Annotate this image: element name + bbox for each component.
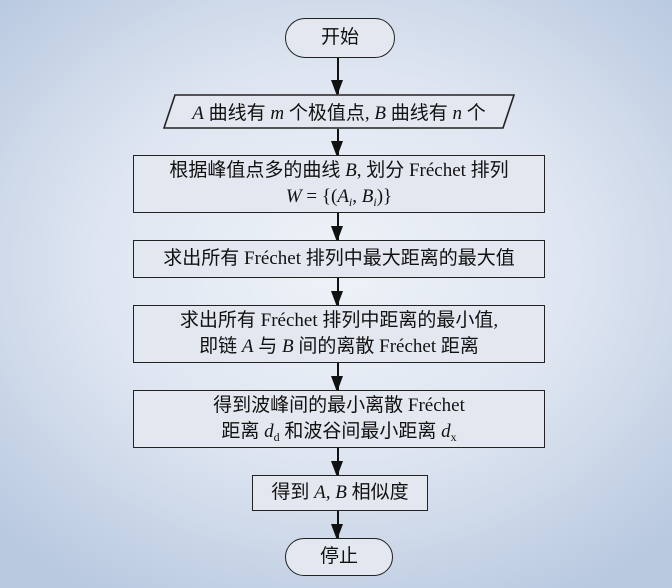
end-terminal: 停止: [285, 538, 393, 576]
arrow: [332, 213, 342, 242]
arrow: [332, 448, 342, 477]
arrow: [332, 363, 342, 392]
step-min-distance: 求出所有 Fréchet 排列中距离的最小值, 即链 A 与 B 间的离散 Fr…: [133, 305, 545, 363]
arrow: [332, 58, 342, 96]
arrow: [332, 129, 342, 157]
step-similarity: 得到 A, B 相似度: [252, 475, 428, 511]
step-max-distance: 求出所有 Fréchet 排列中最大距离的最大值: [133, 240, 545, 278]
input-text: A 曲线有 m 个极值点, B 曲线有 n 个: [192, 103, 486, 124]
input-parallelogram: A 曲线有 m 个极值点, B 曲线有 n 个: [163, 94, 515, 129]
step-min-line2: 即链 A 与 B 间的离散 Fréchet 距离: [199, 336, 479, 357]
step-peak-line1: 得到波峰间的最小离散 Fréchet: [213, 395, 465, 416]
start-label: 开始: [320, 27, 359, 48]
step-peak-line2: 距离 dd 和波谷间最小距离 dx: [221, 421, 457, 444]
arrow: [332, 511, 342, 540]
step-max-label: 求出所有 Fréchet 排列中最大距离的最大值: [163, 248, 515, 269]
step-min-line1: 求出所有 Fréchet 排列中距离的最小值,: [179, 310, 499, 331]
step-peak-valley: 得到波峰间的最小离散 Fréchet 距离 dd 和波谷间最小距离 dx: [133, 390, 545, 448]
arrow: [332, 278, 342, 307]
step-similarity-label: 得到 A, B 相似度: [271, 482, 409, 503]
step-partition: 根据峰值点多的曲线 B, 划分 Fréchet 排列 W = {(Ai, Bi)…: [133, 155, 545, 213]
start-terminal: 开始: [285, 18, 395, 58]
end-label: 停止: [319, 546, 358, 567]
step-partition-line1: 根据峰值点多的曲线 B, 划分 Fréchet 排列: [169, 160, 509, 181]
step-partition-line2: W = {(Ai, Bi)}: [285, 186, 393, 209]
